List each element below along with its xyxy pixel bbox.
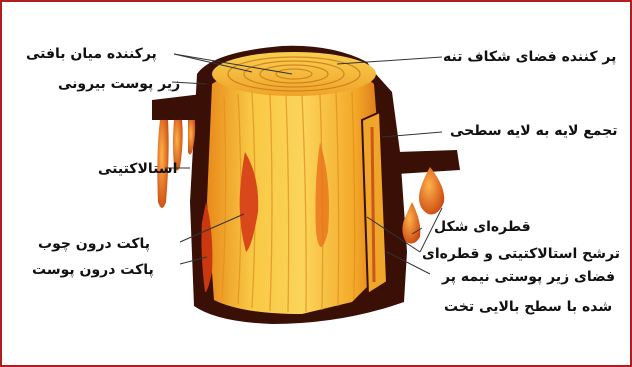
- label-inner-wood-pocket: پاکت درون چوب: [38, 235, 150, 253]
- label-flush-with-board: شده با سطح بالایی تخت: [444, 298, 612, 316]
- label-outer-under-bark: زیر پوست بیرونی: [58, 75, 180, 93]
- label-subbark-half-filled: فضای زیر پوستی نیمه پر: [442, 268, 615, 286]
- label-stalactite: استالاکتیتی: [98, 160, 177, 178]
- label-middle-filler: پرکننده میان بافتی: [26, 45, 157, 63]
- label-stalactite-drop-seep: ترشح استالاکتیتی و قطره‌ای: [422, 245, 620, 263]
- label-inner-bark-pocket: پاکت درون پوست: [32, 261, 154, 279]
- label-drop-shaped: قطره‌ای شکل: [434, 218, 531, 236]
- wood-body: [207, 62, 382, 314]
- top-cut-surface: [212, 52, 376, 96]
- label-trunk-crack-filler: پر کننده فضای شکاف تنه: [443, 48, 616, 66]
- label-layered-accumulation: تجمع لایه به لایه سطحی: [450, 122, 618, 140]
